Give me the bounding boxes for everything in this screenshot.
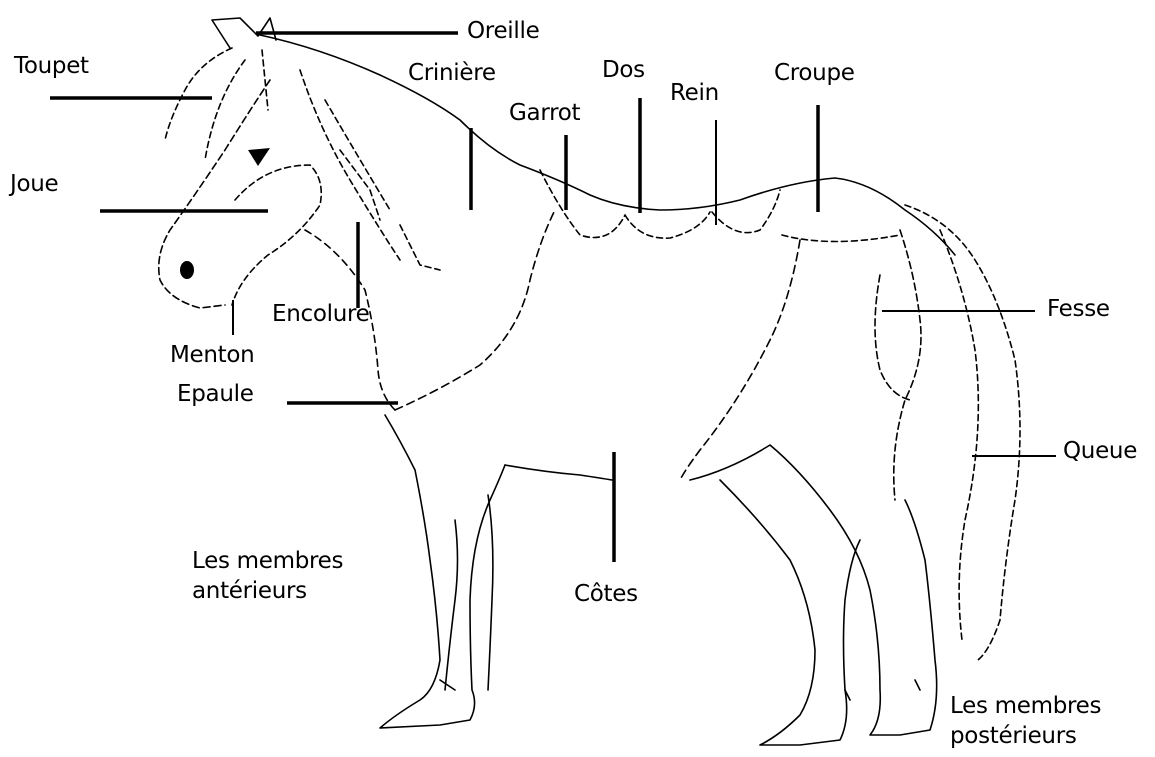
eye-mark — [248, 148, 270, 166]
nostril-mark — [180, 261, 194, 279]
label-oreille: Oreille — [467, 19, 539, 43]
label-epaule: Epaule — [177, 382, 254, 406]
label-membres-posterieurs-line1: Les membres — [950, 691, 1150, 721]
front-leg-inner — [445, 495, 493, 690]
flank-line — [680, 240, 800, 480]
label-membres-posterieurs: Les membres postérieurs — [950, 691, 1150, 752]
hind-leg-outline — [690, 445, 937, 735]
tail-outline — [905, 205, 1020, 660]
hoof-details — [440, 680, 920, 700]
shoulder-outline — [395, 210, 555, 410]
hind-leg-inner — [720, 480, 860, 745]
label-menton: Menton — [170, 343, 254, 367]
label-cotes: Côtes — [574, 582, 638, 606]
label-dos: Dos — [602, 58, 645, 82]
label-membres-posterieurs-line2: postérieurs — [950, 721, 1150, 751]
label-fesse: Fesse — [1047, 297, 1110, 321]
label-queue: Queue — [1063, 439, 1137, 463]
back-muscles — [540, 170, 900, 242]
label-membres-anterieurs: Les membres antérieurs — [192, 546, 392, 607]
label-toupet: Toupet — [14, 54, 89, 78]
label-encolure: Encolure — [272, 302, 370, 326]
label-joue: Joue — [10, 172, 58, 196]
label-criniere: Crinière — [408, 61, 496, 85]
label-croupe: Croupe — [774, 61, 855, 85]
label-garrot: Garrot — [509, 101, 580, 125]
forelock-outline — [165, 48, 268, 160]
cheek-outline — [232, 165, 321, 305]
leader-lines — [50, 33, 818, 562]
belly-line — [505, 465, 612, 480]
face-outline — [159, 80, 270, 308]
label-rein: Rein — [670, 81, 719, 105]
label-membres-anterieurs-line1: Les membres — [192, 546, 392, 576]
hindquarter-outline — [875, 230, 921, 500]
label-membres-anterieurs-line2: antérieurs — [192, 576, 392, 606]
